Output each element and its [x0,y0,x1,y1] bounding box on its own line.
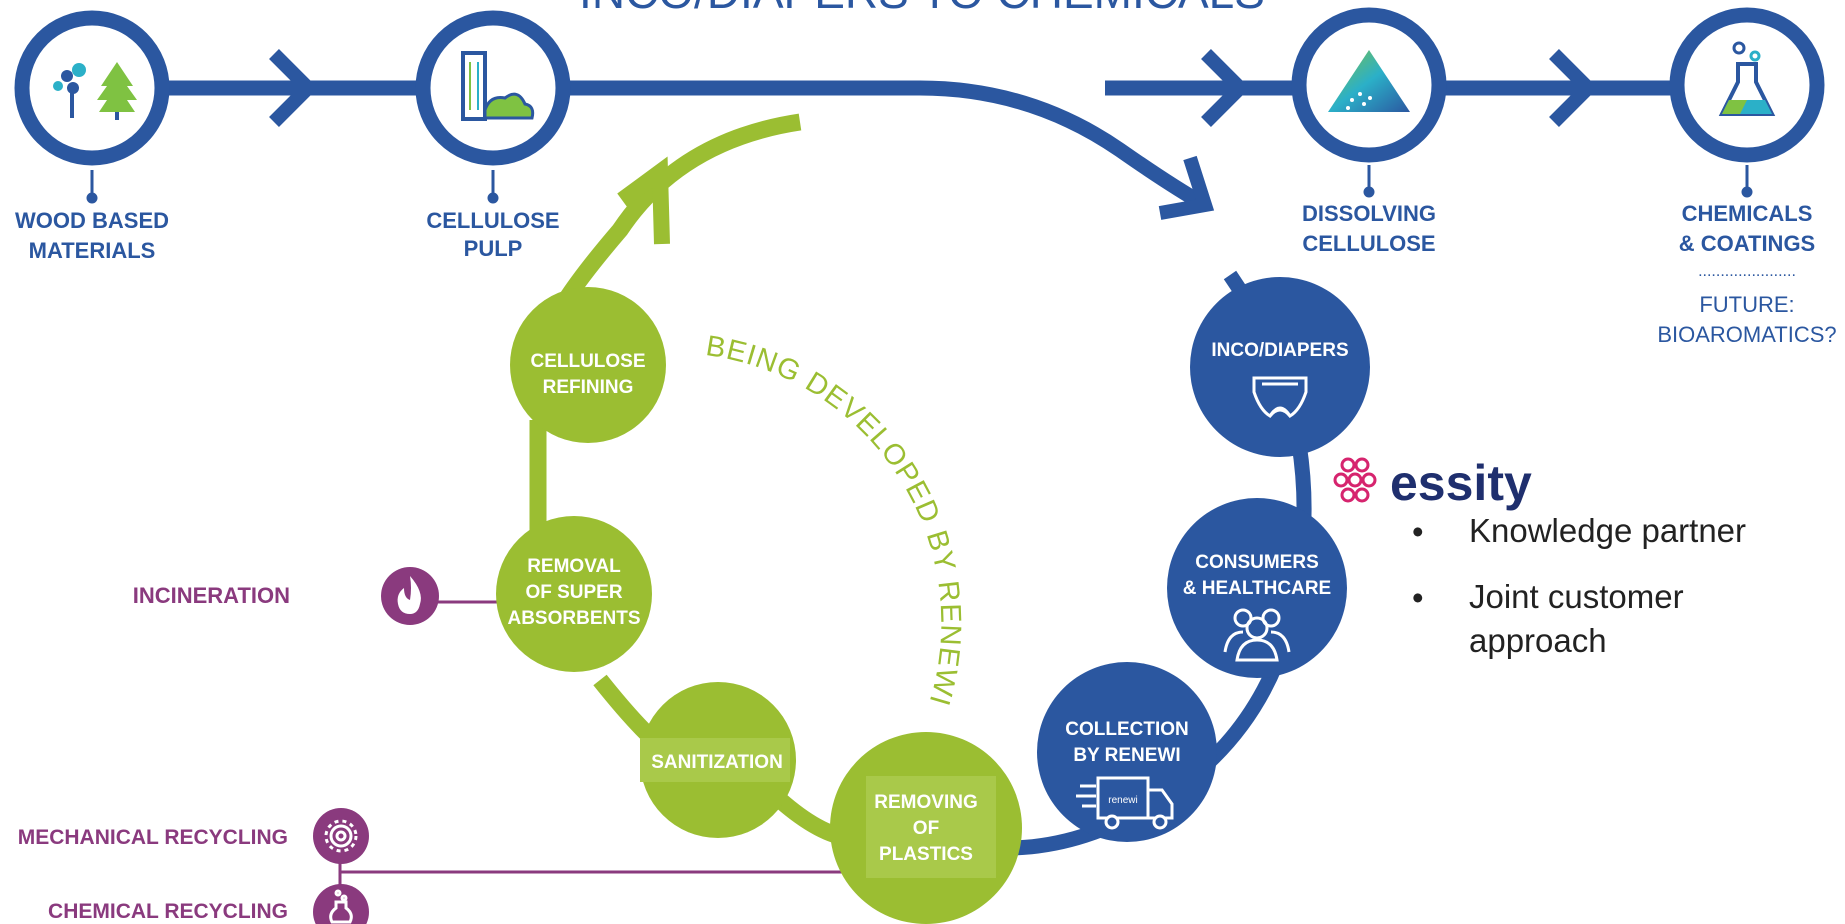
step-collection-renewi: COLLECTION BY RENEWI renewi [1037,662,1217,842]
gear-icon [324,819,358,853]
page-title: INCO/DIAPERS TO CHEMICALS [579,0,1265,18]
bullet-text-3: approach [1469,622,1607,659]
label-chemicals-1: CHEMICALS [1682,201,1813,226]
triangle-icon [1328,50,1410,112]
step-sanitization: SANITIZATION [640,682,796,838]
sanitization-line1: SANITIZATION [651,752,783,773]
truck-text: renewi [1108,795,1137,806]
incineration-label: INCINERATION [133,583,290,608]
step-consumers-healthcare: CONSUMERS & HEALTHCARE [1167,498,1347,678]
step-inco-diapers: INCO/DIAPERS [1190,277,1370,457]
essity-logo: essity [1333,455,1532,511]
bullet-text-2: Joint customer [1469,578,1684,615]
future-note: ...................... FUTURE: BIOAROMAT… [1657,263,1836,347]
partner-bullets: • Knowledge partner • Joint customer app… [1412,512,1746,659]
people-icon [1223,608,1291,662]
label-pulp-2: PULP [464,236,523,261]
step-cellulose-refining: CELLULOSE REFINING [510,287,666,443]
removal-line2: OF SUPER [525,582,622,603]
plastics-line2: OF [913,818,939,839]
refining-line2: REFINING [543,377,634,398]
label-wood-2: MATERIALS [29,238,156,263]
truck-icon [1076,776,1174,830]
diaper-icon [1252,376,1308,418]
output-incineration: INCINERATION [133,567,439,625]
label-pulp-1: CELLULOSE [426,208,559,233]
pulp-icon [461,51,535,121]
label-wood-1: WOOD BASED [15,208,169,233]
arc-text: BEING DEVELOPED BY RENEWI [704,330,967,710]
step-removing-plastics: REMOVING OF PLASTICS [830,732,1022,924]
output-mechanical: MECHANICAL RECYCLING [18,808,369,864]
future-line1: FUTURE: [1699,292,1794,317]
mechanical-label: MECHANICAL RECYCLING [18,826,288,849]
bullet-dot-1: • [1412,513,1424,550]
label-chemicals-2: & COATINGS [1679,231,1815,256]
collection-line2: BY RENEWI [1073,745,1180,766]
refining-line1: CELLULOSE [530,351,645,372]
output-chemical: CHEMICAL RECYCLING [48,884,369,924]
removal-line1: REMOVAL [527,556,621,577]
node-cellulose-pulp [415,10,571,166]
flask-bubbles-icon [329,889,353,924]
node-chemicals-coatings [1669,7,1825,163]
plastics-line1: REMOVING [874,792,977,813]
essity-wordmark: essity [1390,455,1532,511]
bullet-text-1: Knowledge partner [1469,512,1746,549]
future-dots: ...................... [1698,263,1796,280]
plastics-line3: PLASTICS [879,844,973,865]
flame-icon [397,576,421,614]
green-arrowhead-icon [617,156,670,245]
consumers-line2: & HEALTHCARE [1183,578,1331,599]
label-dissolving-1: DISSOLVING [1302,201,1436,226]
step-removal-super-absorbents: REMOVAL OF SUPER ABSORBENTS [496,516,652,672]
collection-line1: COLLECTION [1065,719,1189,740]
label-dissolving-2: CELLULOSE [1302,231,1435,256]
bullet-dot-2: • [1412,579,1424,616]
trees-icon [53,62,137,120]
node-dissolving-cellulose [1291,7,1447,163]
node-wood-based [14,10,170,166]
diapers-label: INCO/DIAPERS [1211,340,1348,361]
top-stems [86,165,1753,204]
chemical-label: CHEMICAL RECYCLING [48,900,288,923]
consumers-line1: CONSUMERS [1195,552,1319,573]
arc-text-path: BEING DEVELOPED BY RENEWI [704,330,966,710]
removal-line3: ABSORBENTS [507,608,640,629]
flask-icon [1718,41,1776,116]
future-line2: BIOAROMATICS? [1657,322,1836,347]
